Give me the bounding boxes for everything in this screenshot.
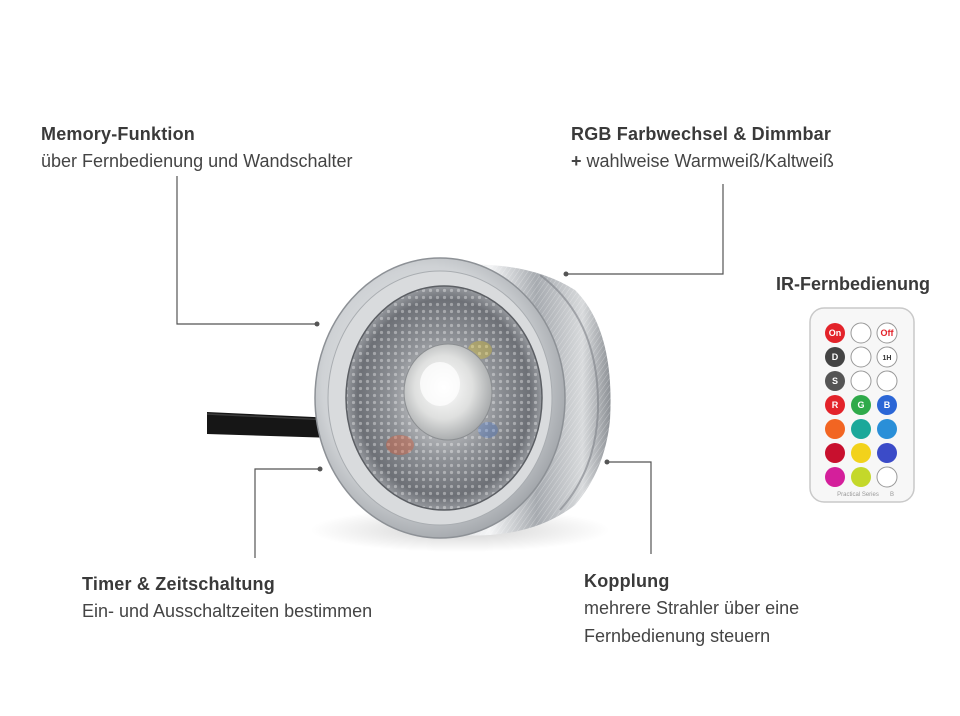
remote-btn-indigo	[877, 443, 897, 463]
remote-btn-1h	[876, 346, 898, 368]
leader-timer-dot	[317, 466, 323, 472]
callout-kopplung-title: Kopplung	[584, 571, 670, 591]
callout-memory: Memory-Funktion über Fernbedienung und W…	[41, 121, 353, 175]
leader-kopplung-dot	[604, 459, 610, 465]
remote-btn-magenta	[825, 467, 845, 487]
remote-btn-on	[825, 323, 845, 343]
remote-btn-orange	[825, 419, 845, 439]
callout-rgb-desc: + wahlweise Warmweiß/Kaltweiß	[571, 147, 834, 175]
leader-timer	[254, 468, 320, 558]
remote-btn-yellow	[851, 443, 871, 463]
remote-btn-1h-label: 1H	[883, 355, 892, 362]
remote-btn-s-label: S	[832, 376, 838, 386]
remote-btn-mode	[850, 346, 872, 368]
callout-rgb-plus: +	[571, 151, 582, 171]
remote-btn-deepred	[825, 443, 845, 463]
remote-btn-on-label: On	[829, 328, 842, 338]
callout-rgb-title: RGB Farbwechsel & Dimmbar	[571, 124, 832, 144]
callout-memory-desc: über Fernbedienung und Wandschalter	[41, 151, 353, 171]
remote-btn-brightness	[850, 322, 872, 344]
callout-rgb-desc-text: wahlweise Warmweiß/Kaltweiß	[581, 151, 834, 171]
callout-timer: Timer & Zeitschaltung Ein- und Ausschalt…	[82, 571, 372, 625]
remote-btn-teal	[851, 419, 871, 439]
remote-btn-r-label: R	[832, 400, 839, 410]
callout-timer-title: Timer & Zeitschaltung	[82, 574, 275, 594]
remote-btn-b	[877, 395, 897, 415]
remote-btn-warm	[850, 370, 872, 392]
leader-rgb	[566, 184, 724, 275]
remote-btn-lightblue	[877, 419, 897, 439]
callout-kopplung: Kopplung mehrere Strahler über eine Fern…	[584, 568, 799, 650]
leader-memory	[176, 176, 316, 325]
remote-btn-d-label: D	[832, 352, 839, 362]
remote-btn-lime	[851, 467, 871, 487]
leader-memory-dot	[314, 321, 320, 327]
remote-btn-d	[825, 347, 845, 367]
remote-btn-off-label: Off	[881, 328, 895, 338]
remote-btn-r	[825, 395, 845, 415]
callout-kopplung-desc-line1: mehrere Strahler über eine	[584, 598, 800, 618]
remote-btn-b-label: B	[884, 400, 891, 410]
callout-memory-title: Memory-Funktion	[41, 124, 195, 144]
callout-timer-desc: Ein- und Ausschaltzeiten bestimmen	[82, 601, 373, 621]
remote-btn-g	[851, 395, 871, 415]
leader-rgb-dot	[563, 271, 569, 277]
remote-btn-sun	[876, 466, 898, 488]
remote-footer: Practical Series	[837, 492, 879, 498]
remote-btn-g-label: G	[857, 400, 864, 410]
remote-btn-cold	[876, 370, 898, 392]
callout-rgb: RGB Farbwechsel & Dimmbar + wahlweise Wa…	[571, 121, 834, 175]
remote-btn-s	[825, 371, 845, 391]
leader-kopplung	[608, 461, 652, 554]
remote-footer-mark: B	[890, 492, 894, 498]
remote-btn-off	[876, 322, 898, 344]
remote-title: IR-Fernbedienung	[776, 274, 930, 294]
callout-kopplung-desc-line2: Fernbedienung steuern	[584, 626, 771, 646]
ir-remote: On Off D 1H S R G B Practical Series	[809, 307, 915, 503]
